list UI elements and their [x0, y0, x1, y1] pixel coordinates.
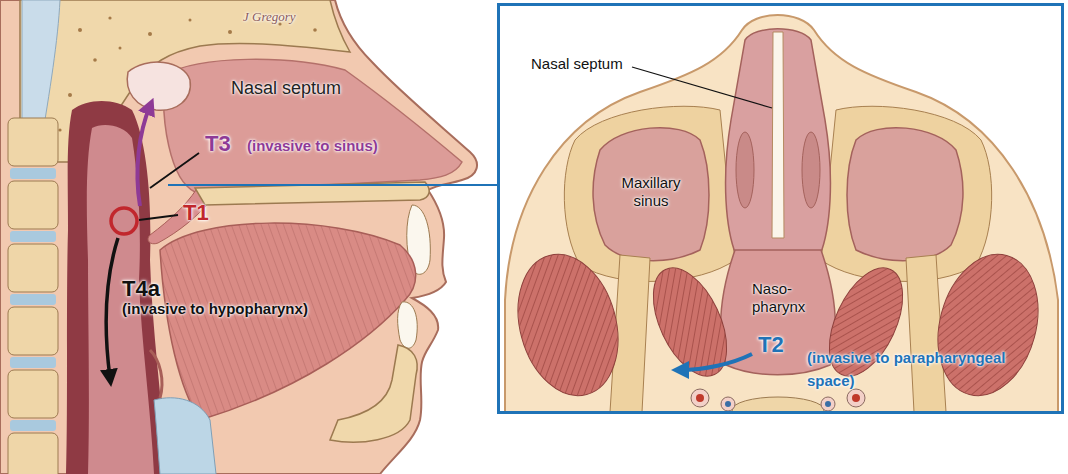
vessel: [721, 397, 735, 411]
stage-description: (invasive to hypopharynx): [121, 300, 309, 318]
maxillary-sinus: [847, 128, 963, 261]
bone-texture: [148, 32, 152, 36]
stage-description: (invasive to parapharyngeal space): [806, 346, 1013, 393]
vessel: [825, 401, 831, 407]
spine: [8, 181, 58, 229]
t1-tumour-circle: [111, 208, 137, 234]
stage-label: T2: [757, 332, 785, 358]
spine: [10, 231, 56, 242]
stage-label: T3: [204, 131, 232, 157]
maxilla-bone: [564, 106, 735, 281]
spine: [10, 168, 56, 179]
stage-description: (invasive to sinus): [246, 137, 379, 155]
bone-texture: [58, 128, 61, 131]
stage-label: T1: [182, 200, 210, 226]
bone-texture: [93, 58, 97, 62]
vessel: [696, 394, 704, 402]
septum-leader: [632, 67, 772, 108]
bone-texture: [313, 28, 317, 32]
mandible: [330, 345, 417, 442]
maxilla-bone: [821, 106, 992, 281]
vessel: [725, 401, 731, 407]
sagittal-section: [0, 0, 477, 474]
pterygoid-muscle: [923, 243, 1053, 407]
turbinate: [802, 132, 820, 208]
vertebra: [732, 397, 824, 411]
head-tissue: [0, 0, 477, 474]
larynx-airway: [154, 398, 216, 474]
vessel: [847, 389, 865, 407]
spine: [8, 433, 58, 474]
nasal-cavity: [726, 29, 831, 255]
axial-section: [503, 15, 1058, 411]
t3-arrow: [137, 106, 150, 206]
vessel: [852, 394, 860, 402]
spine: [10, 294, 56, 305]
spine: [8, 118, 58, 166]
vessel: [821, 397, 835, 411]
t4a-arrow: [106, 238, 118, 378]
bone-texture: [78, 28, 82, 32]
spine: [10, 420, 56, 431]
pterygoid-muscle: [503, 243, 633, 407]
turbinate: [736, 132, 754, 208]
pterygoid-muscle: [638, 257, 741, 387]
sphenoid-sinus: [127, 62, 190, 110]
bone-texture: [228, 30, 232, 34]
spine: [10, 357, 56, 368]
structure-label: Naso- pharynx: [751, 280, 817, 316]
pterygoid-muscle: [814, 257, 917, 387]
septum: [772, 32, 784, 238]
nasal-cavity: [164, 59, 462, 192]
tongue: [160, 223, 416, 420]
t1-leader: [139, 215, 178, 220]
stage-label: T4a: [121, 276, 161, 302]
inset-frame: [499, 5, 1063, 413]
structure-label: Maxillary sinus: [608, 174, 694, 210]
bone-texture: [119, 47, 122, 50]
inset-annotations: [632, 67, 772, 370]
epiglottis: [150, 350, 162, 398]
bone-texture: [68, 93, 72, 97]
artist-signature: J Gregory: [242, 9, 297, 25]
t2-arrow: [680, 354, 752, 370]
tumour-annotations: [106, 106, 497, 378]
spine: [8, 307, 58, 355]
spine: [8, 244, 58, 292]
inset-pointer: [168, 184, 497, 186]
bone-texture: [108, 16, 111, 19]
structure-label: Nasal septum: [530, 55, 624, 73]
vessel: [691, 389, 709, 407]
pharynx-wall: [66, 101, 167, 474]
structure-label: Nasal septum: [230, 78, 342, 100]
bone-texture: [189, 19, 192, 22]
t3-leader: [150, 153, 199, 188]
lower-tooth: [398, 302, 418, 348]
spine: [8, 118, 58, 474]
maxillary-sinus: [593, 128, 709, 261]
spine: [8, 370, 58, 418]
